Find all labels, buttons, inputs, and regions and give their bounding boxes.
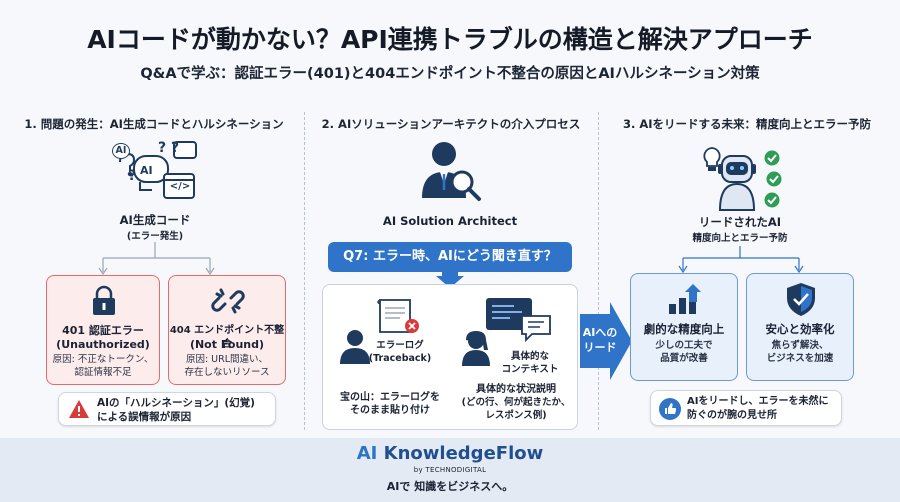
lead-note: AIをリードし、エラーを未然に 防ぐのが腕の見せ所 [650, 390, 842, 426]
magnifier-icon [450, 170, 481, 201]
brand-by: by TECHNODIGITAL [413, 466, 487, 474]
error-log-desc-1: 宝の山：エラーログを [340, 392, 440, 403]
banner-down-arrow [436, 272, 464, 288]
error-log-label-1: エラーログ [376, 340, 424, 351]
hallucination-alert: AIの「ハルシネーション」(幻覚) による誤情報が原因 [58, 392, 276, 426]
accuracy-chart-icon [669, 284, 701, 314]
thumbs-up-icon [659, 398, 681, 420]
card-efficiency-title: 安心と効率化 [765, 322, 835, 336]
card-efficiency-line-2: ビジネスを加速 [766, 353, 834, 364]
brand-logo: AI KnowledgeFlow [0, 443, 900, 464]
card-401-cause-2: 認証情報不足 [74, 367, 132, 378]
code-window-icon: </> [169, 181, 191, 192]
card-404-error: 404 エンドポイント不整合 (Not Found) 原因: URL間違い、 存… [168, 275, 286, 385]
brand-tagline: AIで 知識をビジネスへ。 [386, 480, 514, 493]
code-chat-icon [486, 298, 551, 343]
alert-line-2: による誤情報が原因 [97, 411, 192, 423]
person-icon [462, 331, 490, 366]
ai-brain-icon [119, 141, 197, 199]
column2-heading: 2. AIソリューションアーキテクトの介入プロセス [321, 117, 581, 131]
brand-name: KnowledgeFlow [377, 443, 544, 464]
column-divider-1 [304, 112, 305, 430]
check-icon [764, 150, 780, 166]
alert-triangle-icon [69, 400, 89, 418]
ai-brain-label: AI [140, 164, 153, 177]
card-accuracy-line-1: 少しの工夫で [655, 340, 713, 351]
ai-speech-label: AI [112, 143, 130, 159]
check-icon [764, 192, 780, 208]
page-title: AIコードが動かない？API連携トラブルの構造と解決アプローチ [87, 25, 813, 54]
context-label-1: 具体的な [510, 351, 549, 362]
lead-arrow-label-1: AIへの [582, 326, 618, 339]
card-401-title: 401 認証エラー [62, 324, 144, 337]
ai-robot-icon [718, 155, 756, 211]
alert-line-1: AIの「ハルシネーション」(幻覚) [97, 397, 255, 409]
question-mark-icon: ? [128, 168, 137, 184]
column-divider-2 [598, 112, 599, 430]
error-log-label-2: (Traceback) [368, 353, 432, 364]
led-ai-label: リードされたAI [698, 215, 782, 229]
card-404-cause-2: 存在しないリソース [184, 367, 270, 378]
lead-note-line-2: 防ぐのが腕の見せ所 [687, 410, 777, 421]
context-desc-2: (どの行、何が起きたか、 [461, 397, 571, 408]
ai-code-sublabel: (エラー発生) [126, 231, 184, 242]
error-document-icon [377, 299, 419, 333]
led-ai-sublabel: 精度向上とエラー予防 [692, 233, 788, 244]
card-404-cause-1: 原因: URL間違い、 [185, 354, 269, 365]
footer-bar [0, 438, 900, 502]
lead-note-line-1: AIをリードし、エラーを未然に [687, 396, 829, 407]
column3-heading: 3. AIをリードする未来：精度向上とエラー予防 [622, 117, 872, 131]
page-subtitle: Q&Aで学ぶ：認証エラー(401)と404エンドポイント不整合の原因とAIハルシ… [140, 66, 760, 82]
padlock-icon [93, 285, 115, 315]
context-desc-1: 具体的な状況説明 [476, 384, 556, 395]
brand-ai: AI [356, 443, 378, 464]
context-desc-3: レスポンス例) [485, 410, 547, 421]
column1-heading: 1. 問題の発生：AI生成コードとハルシネーション [24, 117, 284, 131]
card-401-cause-1: 原因: 不正なトークン、 [52, 354, 154, 365]
card-accuracy-title: 劇的な精度向上 [643, 322, 725, 336]
context-label-2: コンテキスト [501, 364, 559, 375]
question-banner: Q7: エラー時、AIにどう聞き直す？ [328, 242, 572, 272]
card-401-error: 401 認証エラー (Unauthorized) 原因: 不正なトークン、 認証… [46, 275, 160, 385]
check-icon [766, 171, 782, 187]
card-accuracy: 劇的な精度向上 少しの工夫で 品質が改善 [630, 273, 738, 381]
card-efficiency-line-1: 焦らず解決、 [771, 340, 829, 351]
card-401-subtitle: (Unauthorized) [56, 338, 150, 351]
card-accuracy-line-2: 品質が改善 [660, 353, 708, 364]
broken-link-icon [211, 288, 245, 314]
error-log-desc-2: そのまま貼り付け [350, 405, 430, 416]
card-404-subtitle: (Not Found) [189, 338, 265, 351]
shield-check-icon [787, 283, 815, 316]
card-efficiency: 安心と効率化 焦らず解決、 ビジネスを加速 [746, 273, 854, 381]
card-404-title: 404 エンドポイント不整合 [169, 325, 285, 350]
lightbulb-icon [703, 147, 721, 171]
lead-arrow-label-2: リード [583, 341, 617, 354]
person-icon [340, 330, 370, 364]
question-mark-icon: ? ? [158, 140, 180, 156]
lead-arrow [580, 302, 632, 380]
ai-code-label: AI生成コード [119, 213, 191, 227]
architect-label: AI Solution Architect [382, 214, 518, 228]
